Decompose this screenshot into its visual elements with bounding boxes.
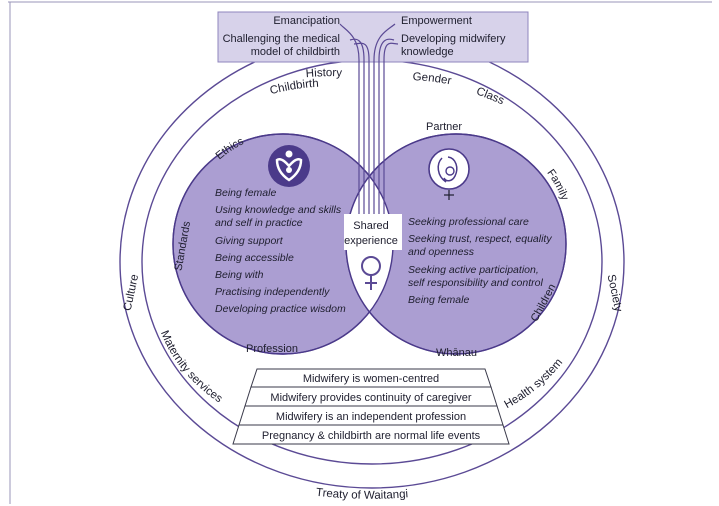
shared-experience-box (344, 214, 402, 250)
society-label: Society (605, 273, 625, 313)
midwife-item-3: Giving support (215, 235, 284, 247)
empowerment-label: Empowerment (401, 15, 472, 27)
profession-label: Profession (246, 343, 298, 355)
experience-label: experience (344, 235, 398, 247)
svg-text:Treaty of Waitangi: Treaty of Waitangi (315, 487, 408, 502)
emancipation-label: Emancipation (273, 15, 340, 27)
woman-item-1: Seeking professional care (408, 216, 529, 228)
midwife-item-4: Being accessible (215, 252, 294, 264)
midwife-item-1: Being female (215, 187, 276, 199)
svg-text:Childbirth: Childbirth (269, 78, 319, 97)
mother-and-baby-icon (428, 148, 470, 200)
childbirth-label: Childbirth (269, 78, 319, 97)
midwife-item-6: Practising independently (215, 286, 330, 298)
treaty-label: Treaty of Waitangi (315, 487, 408, 502)
connector-lines (339, 23, 399, 240)
female-symbol-icon (361, 256, 381, 290)
woman-item-3b: self responsibility and control (408, 277, 543, 289)
svg-text:Gender: Gender (412, 71, 452, 87)
midwife-logo-icon (268, 145, 310, 187)
woman-item-4: Being female (408, 294, 469, 306)
gender-label: Gender (412, 71, 452, 87)
woman-item-3: Seeking active participation, (408, 264, 539, 276)
principle-women-centred: Midwifery is women-centred (303, 373, 439, 385)
principle-normal-events: Pregnancy & childbirth are normal life e… (262, 430, 481, 442)
midwife-item-7: Developing practice wisdom (215, 303, 346, 315)
midwife-item-5: Being with (215, 269, 264, 281)
midwife-qualities-list: Being female Using knowledge and skills … (215, 187, 346, 315)
shared-label: Shared (353, 220, 388, 232)
culture-label: Culture (122, 273, 141, 312)
history-label: History (305, 67, 342, 80)
challenging-medical-label: Challenging the medical (223, 33, 340, 45)
whanau-label: Whānau (436, 347, 477, 359)
principles-pyramid: Midwifery is women-centred Midwifery pro… (232, 368, 510, 445)
knowledge-label: knowledge (401, 46, 454, 58)
midwife-item-2b: and self in practice (215, 217, 303, 229)
principle-continuity: Midwifery provides continuity of caregiv… (270, 392, 471, 404)
partner-label: Partner (426, 121, 462, 133)
midwife-item-2: Using knowledge and skills (215, 204, 342, 216)
principle-independent: Midwifery is an independent profession (276, 411, 466, 423)
woman-needs-list: Seeking professional care Seeking trust,… (408, 216, 552, 306)
woman-item-2b: and openness (408, 246, 475, 258)
developing-midwifery-label: Developing midwifery (401, 33, 506, 45)
svg-text:History: History (305, 67, 342, 80)
top-values-box (217, 11, 529, 63)
model-of-childbirth-label: model of childbirth (251, 46, 340, 58)
woman-item-2: Seeking trust, respect, equality (408, 233, 552, 245)
